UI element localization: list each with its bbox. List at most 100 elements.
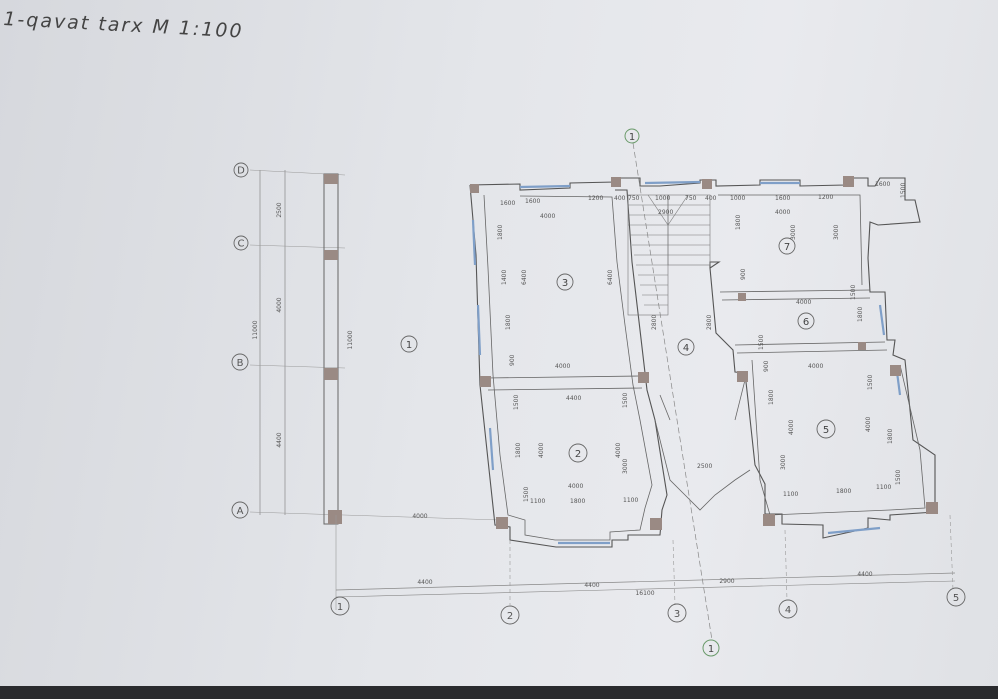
svg-text:2900: 2900: [658, 209, 673, 216]
axis-marker-3: 3: [667, 603, 687, 623]
svg-text:4000: 4000: [568, 483, 583, 490]
svg-text:4: 4: [785, 605, 791, 616]
svg-text:5: 5: [823, 425, 829, 436]
svg-text:A: A: [237, 506, 244, 517]
svg-text:4000: 4000: [865, 417, 872, 432]
svg-text:4000: 4000: [540, 213, 555, 220]
svg-text:4000: 4000: [775, 209, 790, 216]
svg-text:750: 750: [628, 195, 640, 202]
svg-text:1100: 1100: [530, 498, 545, 505]
svg-text:1: 1: [406, 340, 412, 351]
svg-text:3: 3: [674, 609, 680, 620]
room-marker-5: 5: [816, 419, 836, 439]
svg-text:2900: 2900: [719, 578, 734, 585]
svg-text:D: D: [237, 166, 245, 177]
svg-text:1500: 1500: [758, 335, 765, 350]
svg-text:2800: 2800: [651, 315, 658, 330]
svg-text:4000: 4000: [788, 420, 795, 435]
svg-text:4000: 4000: [615, 443, 622, 458]
room-marker-4: 4: [677, 338, 695, 356]
svg-text:1500: 1500: [867, 375, 874, 390]
svg-text:1100: 1100: [623, 497, 638, 504]
photo-bottom-edge: [0, 686, 998, 699]
axis-marker-c: C: [233, 235, 249, 251]
svg-text:2: 2: [575, 449, 581, 460]
svg-text:16100: 16100: [635, 590, 654, 597]
section-column-group: [249, 169, 501, 610]
room-marker-1: 1: [400, 335, 418, 353]
svg-text:1100: 1100: [783, 491, 798, 498]
room-marker-7: 7: [778, 237, 796, 255]
svg-text:4400: 4400: [417, 579, 432, 586]
svg-text:1000: 1000: [730, 195, 745, 202]
svg-text:1600: 1600: [525, 198, 540, 205]
plan-inner-walls: [483, 194, 926, 541]
svg-text:3: 3: [562, 278, 568, 289]
svg-text:3000: 3000: [622, 459, 629, 474]
dim-column-11000: 11000: [347, 330, 354, 349]
room-marker-6: 6: [797, 312, 815, 330]
dim-mid-4000: 4000: [412, 513, 427, 520]
room-marker-2: 2: [568, 443, 588, 463]
plan-outer-walls: [469, 177, 936, 548]
svg-text:900: 900: [763, 360, 770, 372]
svg-text:4400: 4400: [584, 582, 599, 589]
room-marker-3: 3: [556, 273, 574, 291]
svg-text:1500: 1500: [513, 395, 520, 410]
svg-text:1800: 1800: [505, 315, 512, 330]
svg-text:6400: 6400: [607, 270, 614, 285]
svg-text:4: 4: [683, 343, 689, 354]
svg-text:1600: 1600: [875, 181, 890, 188]
svg-text:400: 400: [705, 195, 717, 202]
bottom-dimension-chain: 4400 4400 2900 4400 16100: [335, 514, 956, 606]
axis-marker-a: A: [231, 501, 249, 519]
svg-text:3000: 3000: [833, 225, 840, 240]
svg-text:4000: 4000: [796, 299, 811, 306]
svg-text:6: 6: [803, 317, 809, 328]
svg-text:3000: 3000: [790, 225, 797, 240]
svg-text:1800: 1800: [768, 390, 775, 405]
svg-text:750: 750: [685, 195, 697, 202]
svg-text:1: 1: [337, 602, 343, 613]
svg-text:7: 7: [784, 242, 790, 253]
columns: [470, 176, 938, 530]
svg-text:1: 1: [708, 644, 714, 655]
svg-text:1000: 1000: [655, 195, 670, 202]
svg-text:1800: 1800: [735, 215, 742, 230]
section-line: 1 1: [624, 128, 720, 657]
dim-left-4000: 4000: [276, 297, 283, 312]
svg-text:2: 2: [507, 611, 513, 622]
svg-text:1800: 1800: [887, 429, 894, 444]
svg-text:1800: 1800: [497, 225, 504, 240]
svg-text:4400: 4400: [857, 571, 872, 578]
svg-text:2500: 2500: [697, 463, 712, 470]
svg-text:1600: 1600: [775, 195, 790, 202]
svg-text:C: C: [238, 239, 245, 250]
axis-marker-2: 2: [500, 605, 520, 625]
svg-text:1500: 1500: [622, 393, 629, 408]
svg-text:1200: 1200: [818, 194, 833, 201]
svg-text:5: 5: [953, 593, 959, 604]
axis-marker-b: B: [231, 353, 249, 371]
axis-marker-1: 1: [330, 596, 350, 616]
svg-text:3000: 3000: [780, 455, 787, 470]
dim-left-2500: 2500: [276, 202, 283, 217]
dim-left-total: 11000: [252, 320, 259, 339]
svg-text:4000: 4000: [555, 363, 570, 370]
svg-text:1600: 1600: [500, 200, 515, 207]
svg-text:900: 900: [740, 268, 747, 280]
svg-text:1800: 1800: [857, 307, 864, 322]
svg-text:1400: 1400: [501, 270, 508, 285]
svg-text:1100: 1100: [876, 484, 891, 491]
svg-text:4000: 4000: [538, 443, 545, 458]
svg-text:1500: 1500: [895, 470, 902, 485]
svg-text:6400: 6400: [521, 270, 528, 285]
svg-text:900: 900: [509, 354, 516, 366]
svg-text:B: B: [237, 358, 244, 369]
svg-text:4400: 4400: [566, 395, 581, 402]
svg-text:1800: 1800: [515, 443, 522, 458]
interior-dimensions: 1600 1600 1200 4000 400 750 1000 750 290…: [497, 181, 907, 505]
svg-text:1800: 1800: [836, 488, 851, 495]
